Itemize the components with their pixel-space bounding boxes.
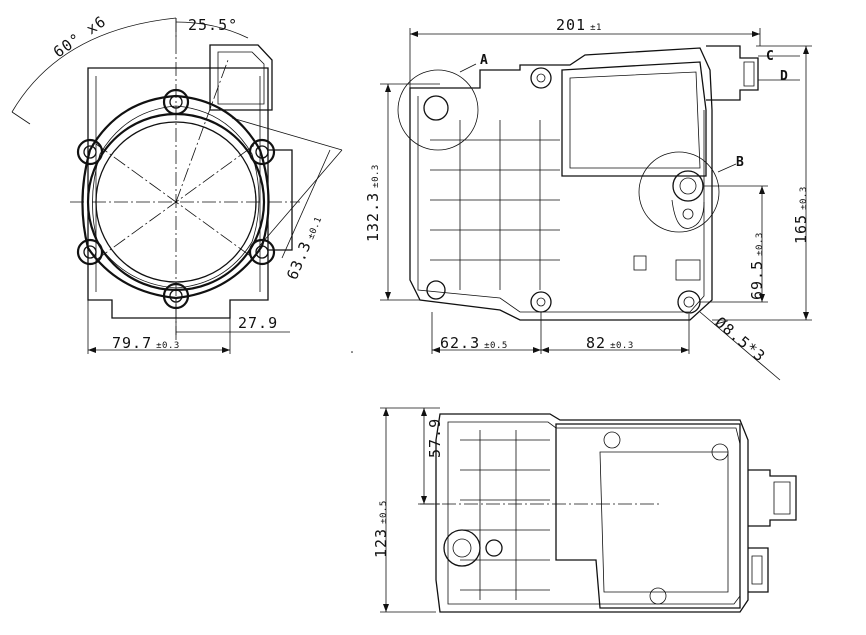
hole-diameter-label: Ø8.5*3 [711,313,769,365]
detail-b-label: B [736,155,744,170]
len-82-label: 82±0.3 [586,334,634,352]
width-123-label: 123±0.5 [372,500,390,558]
side-view [380,28,812,381]
height-69-label: 69.5±0.3 [748,232,766,300]
angle-offset-label: 25.5° [188,16,238,34]
depth-57-label: 57.9 [426,418,444,458]
offset-27-label: 27.9 [238,314,278,332]
height-132-label: 132.3±0.3 [364,164,382,242]
port-c-label: C [766,49,774,64]
bolt-hole [248,238,276,266]
bolt-hole [76,138,104,166]
len-62-label: 62.3±0.5 [440,334,508,352]
detail-a-label: A [480,53,488,68]
bolt-circle-label: 63.3±0.1 [283,213,325,283]
height-165-label: 165±0.3 [792,186,810,244]
bottom-width-label: 79.7±0.3 [112,334,180,352]
angle-holes-label: 60° x6 [50,12,110,61]
bolt-hole [76,238,104,266]
overall-length-label: 201±1 [556,16,602,34]
port-d-label: D [780,69,788,84]
front-view [11,17,343,354]
top-view [380,407,797,613]
bolt-hole [248,138,276,166]
